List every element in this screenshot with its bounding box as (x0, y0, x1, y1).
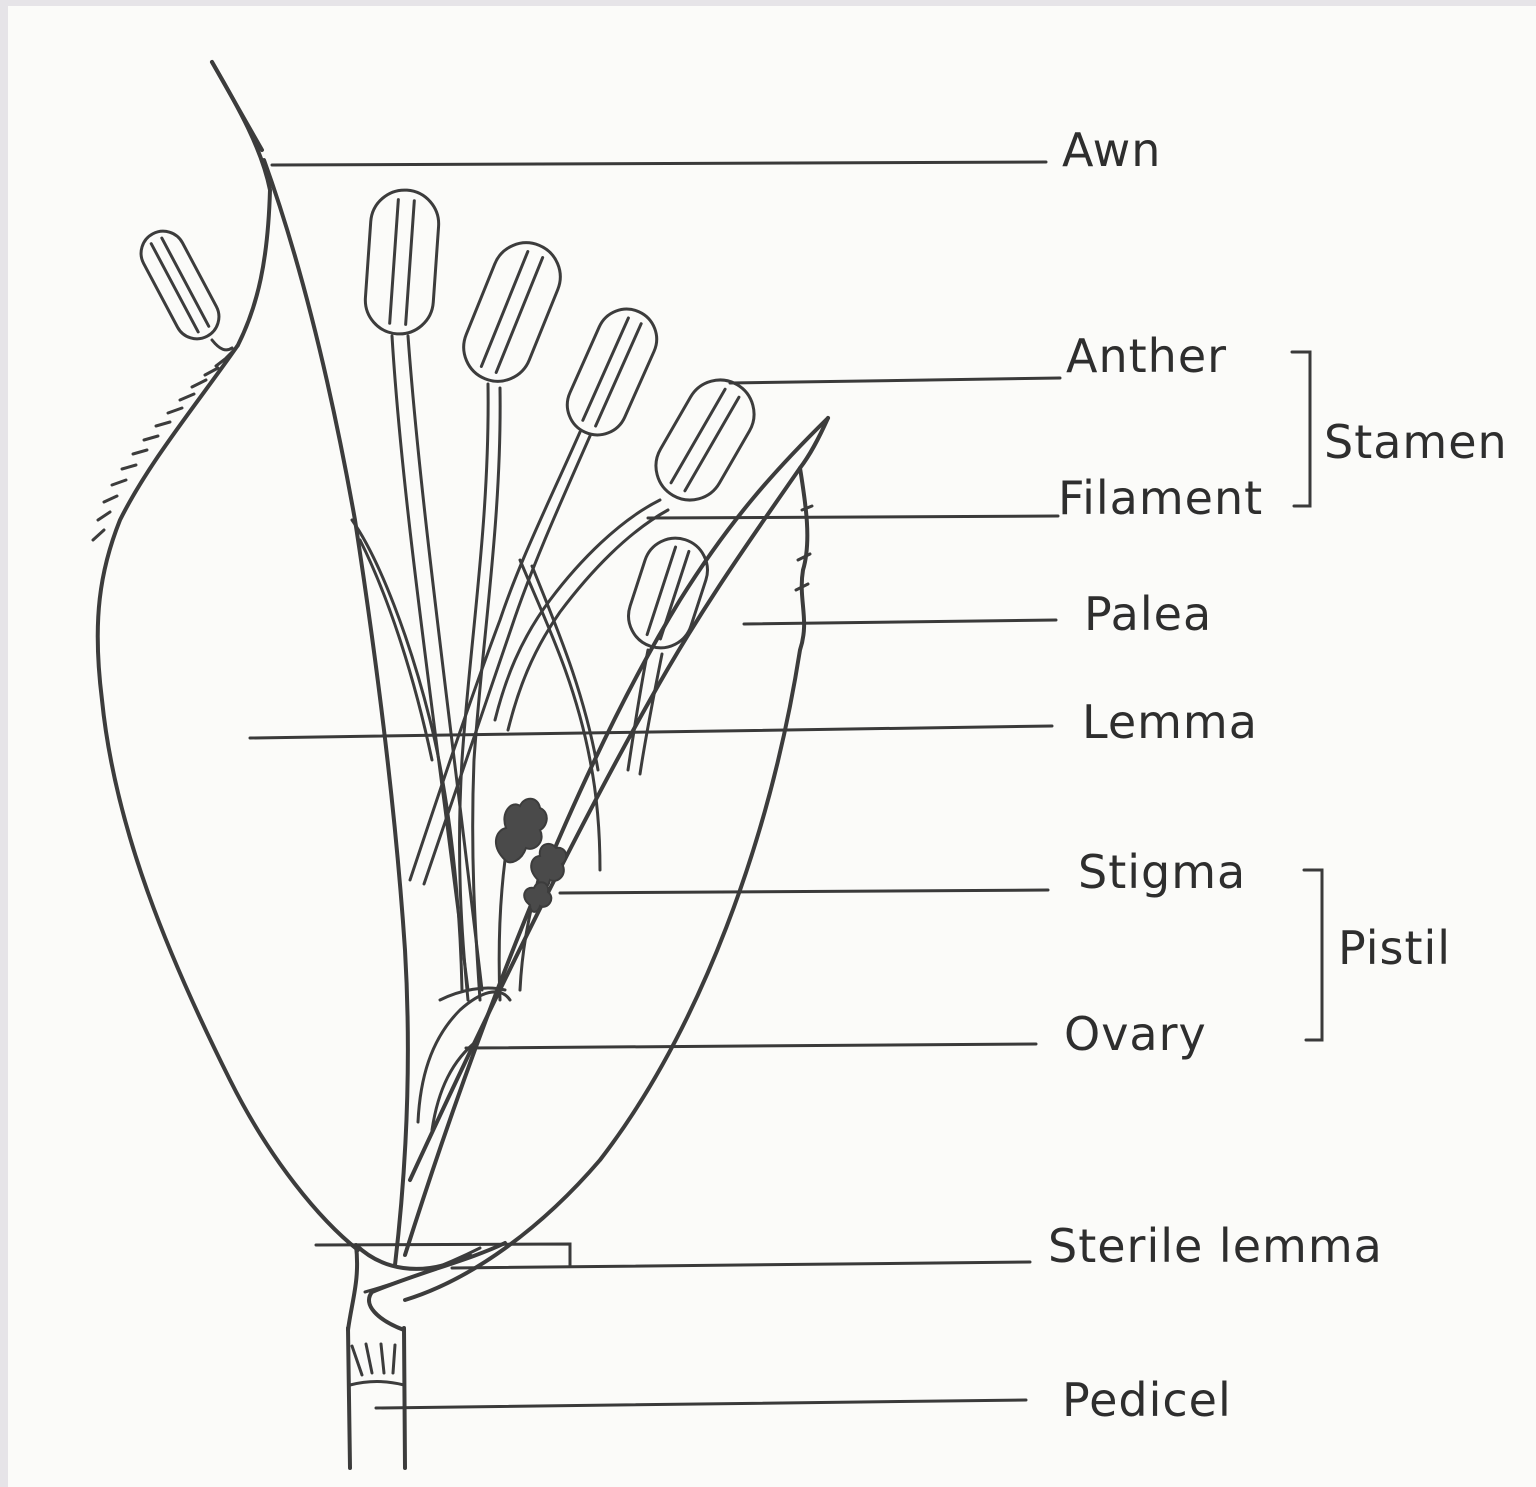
awn-leader (272, 162, 1046, 165)
ovary-leader (466, 1044, 1036, 1048)
filament-label: Filament (1058, 471, 1263, 525)
stigma-leader (560, 890, 1048, 893)
palea-label: Palea (1084, 587, 1212, 641)
lemma-label: Lemma (1082, 695, 1258, 749)
anther-leader (730, 378, 1060, 383)
sterile-lemma-shape (348, 1243, 505, 1330)
palea-shape (405, 418, 828, 1300)
palea-leader (744, 620, 1056, 624)
sterile-lemma-label: Sterile lemma (1048, 1219, 1383, 1273)
stigma-label: Stigma (1078, 845, 1246, 899)
pedicel-label: Pedicel (1062, 1373, 1232, 1427)
lemma-inner-edge (264, 160, 408, 1265)
filament-leader (648, 516, 1058, 518)
ovary-label: Ovary (1064, 1007, 1207, 1061)
stamen-bracket (1292, 352, 1310, 506)
awn-shape (212, 62, 262, 150)
pedicel-leader (376, 1400, 1026, 1408)
pedicel-shape (348, 1328, 405, 1468)
pistil-label: Pistil (1338, 921, 1451, 975)
pistil-bracket (1304, 870, 1322, 1040)
lemma-leader (250, 726, 1052, 738)
lemma-shape (93, 62, 358, 1250)
stamen-1 (133, 223, 232, 349)
stamen-5 (495, 368, 766, 730)
awn-label: Awn (1062, 123, 1161, 177)
anther-label: Anther (1066, 329, 1227, 383)
stamen-4 (410, 300, 666, 884)
stamen-label: Stamen (1324, 415, 1508, 469)
sterile-lemma-leader (316, 1244, 1030, 1268)
ovary-shape (418, 988, 510, 1130)
